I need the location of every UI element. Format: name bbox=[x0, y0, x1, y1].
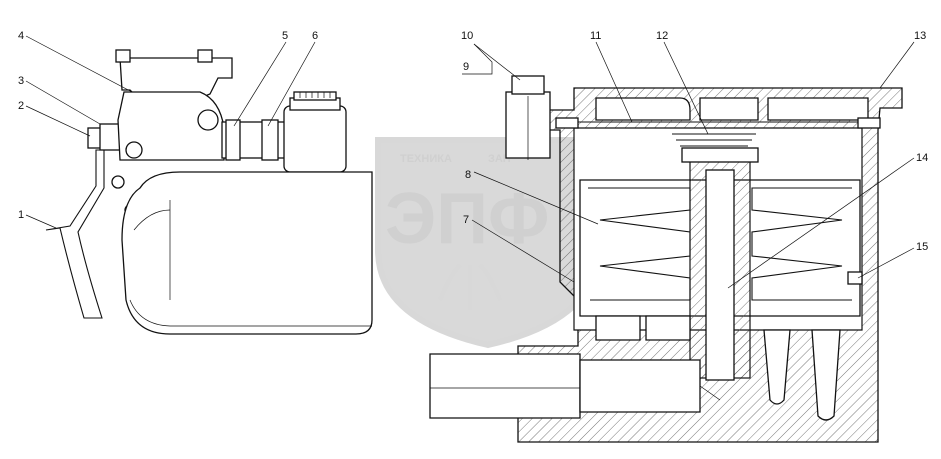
watermark-top-left: ТЕХНИКА bbox=[400, 153, 452, 165]
callouts: 4 3 2 1 5 6 10 9 11 12 13 8 7 14 15 bbox=[18, 30, 928, 289]
callout-8: 8 bbox=[465, 169, 471, 181]
callout-12: 12 bbox=[656, 30, 668, 42]
canister bbox=[283, 105, 347, 173]
callout-11: 11 bbox=[590, 30, 601, 42]
callout-2: 2 bbox=[18, 100, 24, 112]
callout-14: 14 bbox=[916, 152, 928, 164]
seal bbox=[847, 271, 863, 285]
left-assembly bbox=[45, 49, 373, 335]
callout-1: 1 bbox=[18, 209, 24, 221]
wheat-emblem bbox=[438, 263, 502, 310]
callout-5: 5 bbox=[282, 30, 288, 42]
callout-15: 15 bbox=[916, 241, 928, 253]
clamp-5 bbox=[225, 119, 241, 161]
callout-6: 6 bbox=[312, 30, 318, 42]
clamp-6 bbox=[261, 119, 279, 161]
outlet-tube-2 bbox=[811, 329, 841, 421]
tank bbox=[121, 171, 373, 335]
outlet-tube-1 bbox=[763, 329, 791, 405]
watermark: ТЕХНИКА ЗАП ЭПФ bbox=[375, 137, 601, 349]
callout-4: 4 bbox=[18, 30, 24, 42]
callout-9: 9 bbox=[463, 61, 469, 73]
inlet-pipe bbox=[429, 353, 581, 419]
watermark-top-right: ЗАП bbox=[488, 153, 511, 165]
right-assembly bbox=[429, 75, 903, 443]
spring bbox=[668, 127, 760, 147]
callout-10: 10 bbox=[461, 30, 473, 42]
bracket-rod bbox=[45, 149, 105, 319]
callout-13: 13 bbox=[914, 30, 926, 42]
callout-3: 3 bbox=[18, 75, 24, 87]
callout-7: 7 bbox=[463, 214, 469, 226]
